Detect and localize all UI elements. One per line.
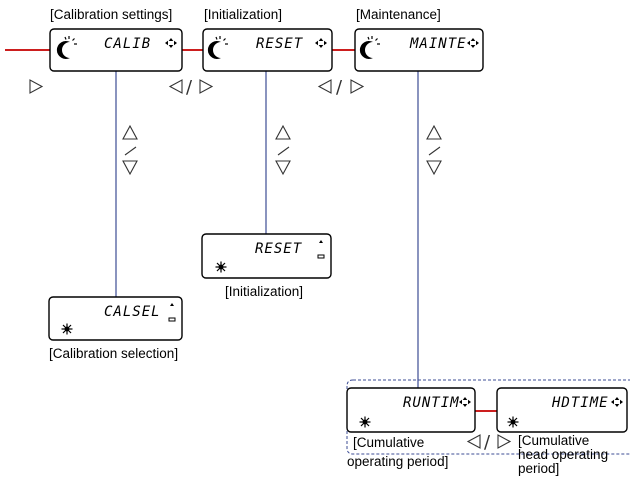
label-calibration-settings: [Calibration settings] [50,7,172,22]
connectors [5,49,497,412]
screen-reset-text: RESET [256,36,304,52]
up-down-indicator-reset [275,124,291,176]
sun-icon [60,322,74,336]
label-cumulative-head-operating-period: [Cumulative head operating period] [518,433,612,476]
screen-mainte[interactable]: MAINTE [354,28,484,72]
sun-icon [358,415,372,429]
screen-mainte-text: MAINTE [409,36,467,52]
nav-divider: / [484,432,491,453]
triangle-right-icon [199,79,214,94]
screen-reset-sub-text: RESET [255,241,303,257]
label-cumulative-operating-period: [Cumulative operating period] [347,435,448,469]
up-down-indicator-calib [122,124,138,176]
triangle-up-icon [275,124,291,140]
triangle-right-icon [29,79,44,94]
sun-icon [214,260,228,274]
screen-calib[interactable]: CALIB [49,28,183,72]
label-initialization: [Initialization] [204,7,282,22]
screen-hdtime[interactable]: HDTIME [496,387,628,433]
label-initialization-sub: [Initialization] [225,284,303,299]
triangle-down-icon [275,160,291,176]
screen-runtim-text: RUNTIM [403,395,460,411]
screen-calib-text: CALIB [104,36,151,52]
triangle-right-icon [350,79,365,94]
screen-calsel-text: CALSEL [104,304,161,320]
screen-hdtime-text: HDTIME [551,395,609,411]
triangle-down-icon [122,160,138,176]
triangle-right-icon [497,434,512,449]
nav-divider: / [186,77,193,98]
triangle-up-icon [122,124,138,140]
label-calibration-selection: [Calibration selection] [49,346,178,361]
up-down-indicator-mainte [426,124,442,176]
triangle-left-icon [317,79,332,94]
nav-divider: / [336,77,343,98]
screen-reset-sub[interactable]: RESET [201,233,332,279]
label-maintenance: [Maintenance] [356,7,441,22]
maintenance-group-border [346,379,630,455]
triangle-up-icon [426,124,442,140]
screen-runtim[interactable]: RUNTIM [346,387,476,433]
triangle-left-icon [466,434,481,449]
screen-reset[interactable]: RESET [202,28,333,72]
sun-icon [506,415,520,429]
triangle-left-icon [168,79,183,94]
triangle-down-icon [426,160,442,176]
screen-calsel[interactable]: CALSEL [48,296,183,341]
